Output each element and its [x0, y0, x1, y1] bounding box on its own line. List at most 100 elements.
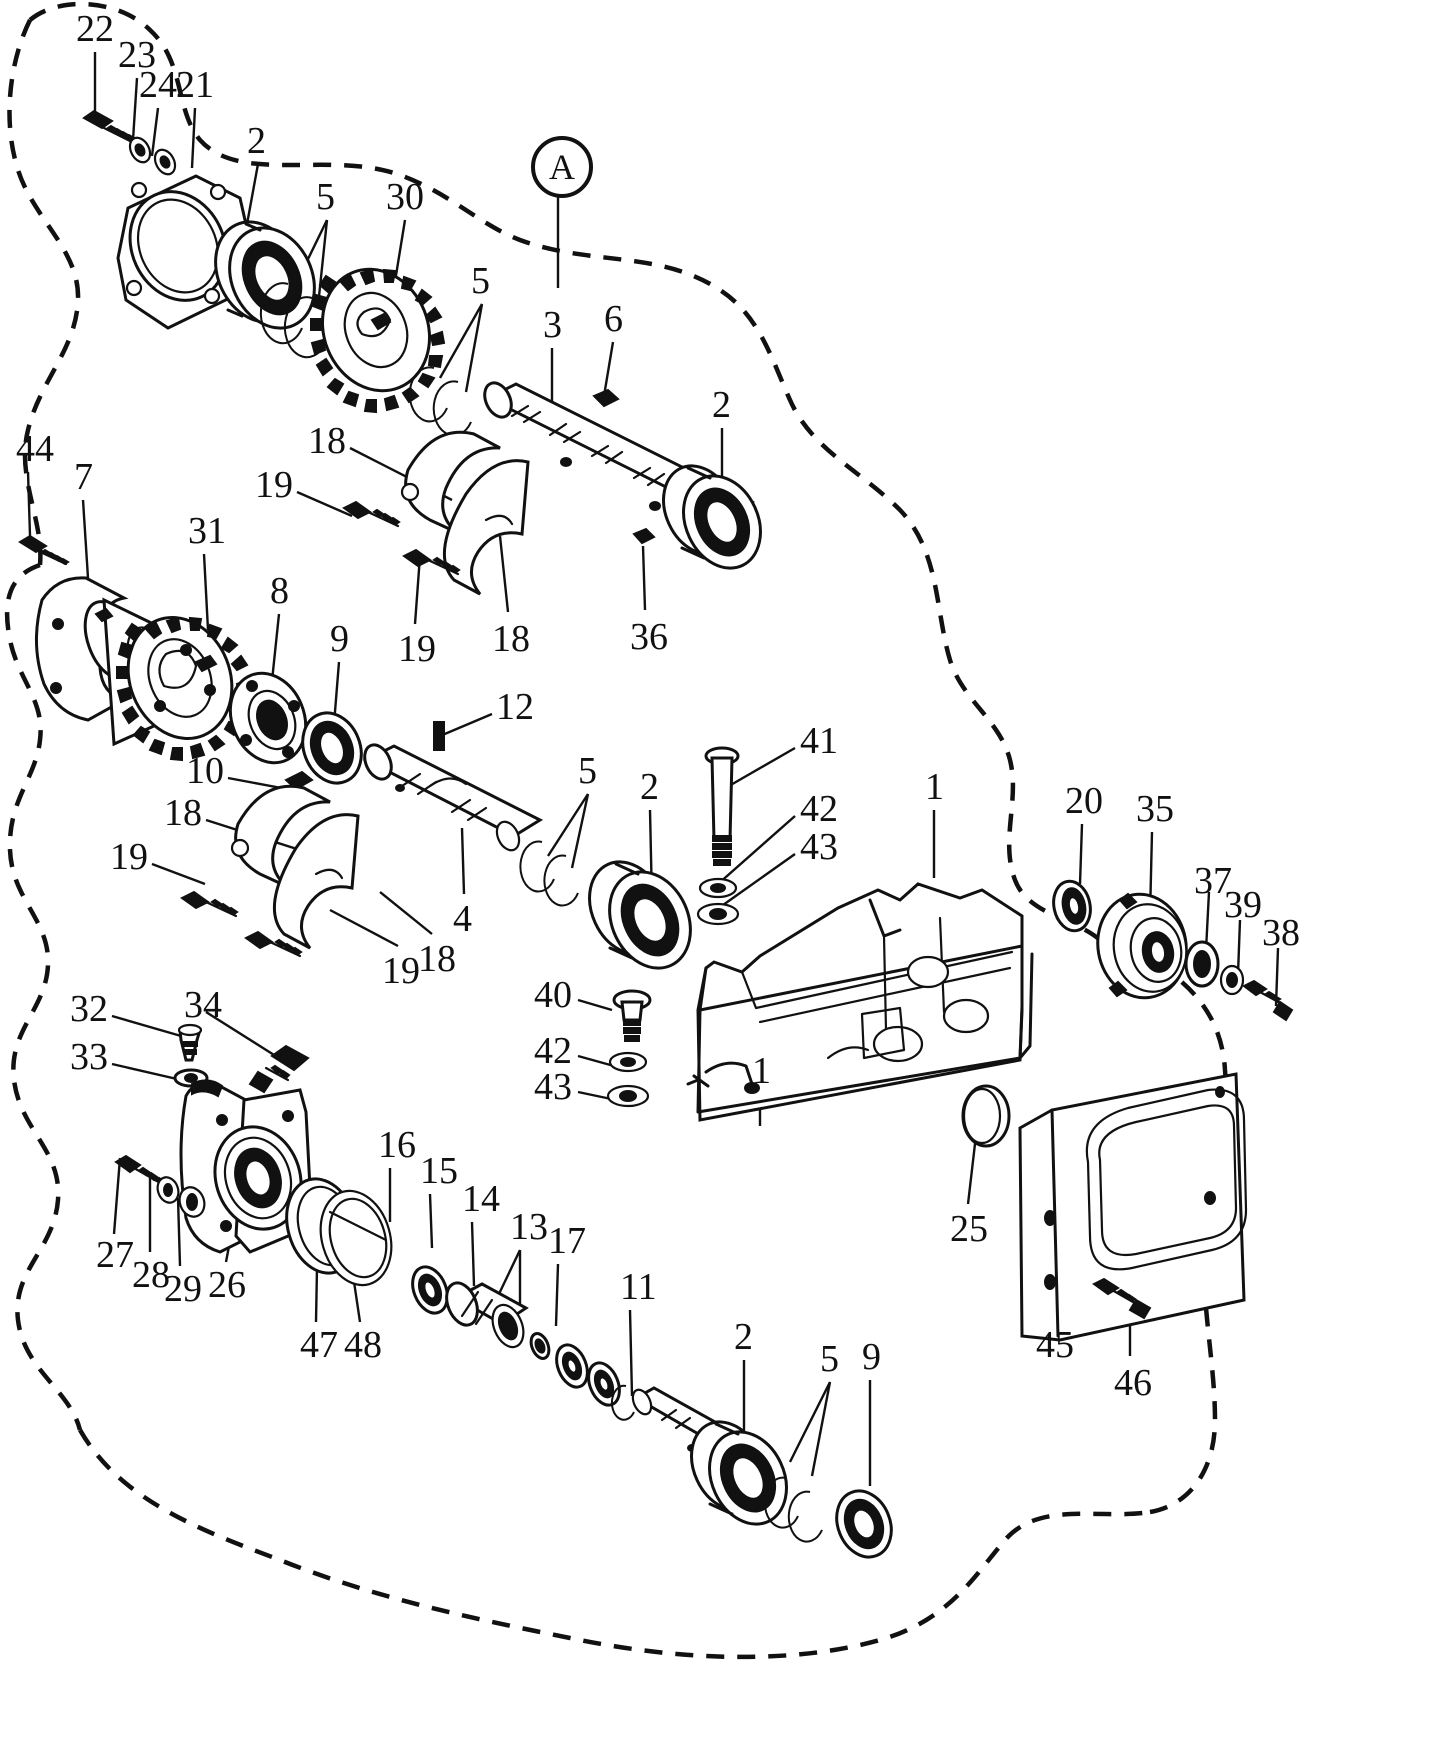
- part-21-bearing-cover: [116, 174, 252, 330]
- part-19-bolt-c: [180, 890, 239, 918]
- part-9-oil-seal: [301, 711, 363, 785]
- part-number-label: 9: [330, 618, 349, 660]
- leader-line: [460, 827, 466, 895]
- leader-line: [788, 1381, 832, 1463]
- part-number-label: 18: [418, 938, 456, 980]
- part-number-label: 2: [640, 766, 659, 808]
- part-5-snap-ring-f: [543, 854, 579, 907]
- part-45-cover-plate: [1018, 1072, 1248, 1342]
- part-14-washer: [529, 1332, 551, 1360]
- leader-line: [438, 303, 484, 379]
- part-number-label: 1: [925, 766, 944, 808]
- part-13-washer-b: [587, 1361, 621, 1407]
- leader-line: [464, 303, 484, 393]
- part-number-label: 37: [1194, 860, 1232, 902]
- part-number-label: 42: [534, 1030, 572, 1072]
- part-number-label: 22: [76, 8, 114, 50]
- part-41-bolt-long: [704, 746, 740, 866]
- part-number-label: 2: [712, 384, 731, 426]
- leader-line: [1204, 891, 1211, 951]
- part-number-label: 15: [420, 1150, 458, 1192]
- part-number-label: 12: [496, 686, 534, 728]
- leader-line: [150, 107, 160, 157]
- part-2-bearing-cam: [662, 464, 762, 570]
- part-46-bolt: [1092, 1277, 1152, 1320]
- leader-line: [498, 535, 510, 613]
- leader-line: [810, 1381, 832, 1477]
- leader-line: [26, 471, 32, 537]
- part-number-label: 36: [630, 616, 668, 658]
- leader-line: [1236, 919, 1242, 975]
- part-number-label: 46: [1114, 1362, 1152, 1404]
- leader-line: [112, 1157, 122, 1235]
- part-8-flange: [228, 671, 308, 765]
- part-number-label: 45: [1036, 1324, 1074, 1366]
- part-12-pin: [433, 721, 445, 751]
- part-5-snap-ring-a: [259, 282, 303, 345]
- part-19-bolt-a: [342, 500, 401, 528]
- part-number-label: 35: [1136, 788, 1174, 830]
- leader-line: [439, 712, 493, 738]
- part-number-label: 13: [510, 1206, 548, 1248]
- part-number-label: 40: [534, 974, 572, 1016]
- part-19-bolt-d: [244, 930, 303, 958]
- leader-line: [413, 555, 422, 625]
- part-number-label: 8: [270, 570, 289, 612]
- leader-line: [81, 499, 90, 579]
- part-25-plug: [961, 1084, 1011, 1148]
- part-number-label: 47: [300, 1324, 338, 1366]
- part-number-label: 19: [255, 464, 293, 506]
- part-number-label: 34: [184, 984, 222, 1026]
- leader-line: [554, 1263, 560, 1327]
- part-9-oil-seal-bottom: [835, 1489, 893, 1559]
- leader-line: [641, 545, 647, 611]
- leader-line: [428, 1193, 434, 1249]
- part-24-washer: [153, 148, 177, 176]
- part-number-label: 18: [492, 618, 530, 660]
- leader-line: [176, 1197, 182, 1267]
- leader-line: [316, 219, 329, 307]
- part-5-snap-ring-d: [432, 380, 472, 437]
- part-number-label: 20: [1065, 780, 1103, 822]
- part-number-label: 2: [734, 1316, 753, 1358]
- leader-line: [329, 908, 399, 948]
- leader-line: [296, 490, 353, 518]
- part-1-gearcase-housing: [686, 882, 1034, 1122]
- leader-line: [721, 746, 796, 792]
- part-37-washer: [1184, 940, 1220, 988]
- leader-line: [379, 891, 433, 935]
- part-number-label: 6: [604, 298, 623, 340]
- part-number-label: 5: [820, 1338, 839, 1380]
- part-29-washer: [178, 1186, 206, 1218]
- leader-line: [577, 998, 613, 1012]
- part-35-pulley: [1096, 892, 1188, 1000]
- part-number-label: 28: [132, 1254, 170, 1296]
- part-number-label: 5: [578, 750, 597, 792]
- leader-line: [602, 341, 615, 397]
- leader-line: [628, 1309, 634, 1397]
- leader-line: [715, 853, 796, 911]
- part-number-label: 16: [378, 1124, 416, 1166]
- part-42-washer-b: [608, 1051, 648, 1073]
- leader-line: [190, 107, 197, 169]
- part-number-label: 26: [208, 1264, 246, 1306]
- part-6-key: [592, 388, 620, 408]
- part-number-label: 42: [800, 788, 838, 830]
- part-30-gear: [310, 267, 446, 414]
- part-number-label: 29: [164, 1268, 202, 1310]
- part-number-label: 5: [316, 176, 335, 218]
- part-23-washer: [128, 136, 152, 164]
- part-4-balancer-shaft: [362, 743, 544, 852]
- part-number-label: 3: [543, 304, 562, 346]
- leader-line: [717, 815, 796, 885]
- part-number-label: 38: [1262, 912, 1300, 954]
- leader-line: [496, 1249, 522, 1297]
- part-39-washer: [1219, 964, 1245, 996]
- part-44-bolt: [18, 534, 70, 566]
- reference-callout-a: A: [531, 136, 593, 198]
- part-number-label: 32: [70, 988, 108, 1030]
- part-number-label: 27: [96, 1234, 134, 1276]
- part-number-label: 19: [398, 628, 436, 670]
- part-2-bearing-bottom: [690, 1420, 788, 1526]
